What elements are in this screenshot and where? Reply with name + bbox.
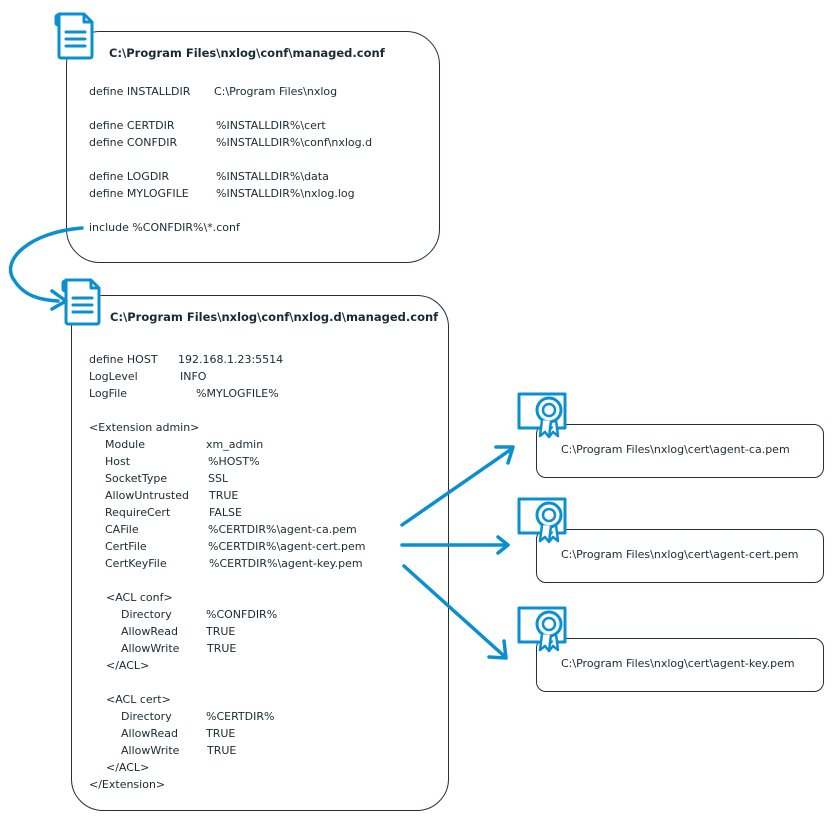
- config-key: <Extension admin>: [89, 421, 200, 434]
- managed-conf-box: [66, 31, 440, 263]
- config-value: TRUE: [207, 642, 237, 655]
- config-value: %INSTALLDIR%\data: [216, 170, 329, 183]
- config-key: Host: [105, 455, 131, 468]
- nxlog-d-managed-conf-box: [71, 295, 449, 811]
- config-value: %CERTDIR%\agent-ca.pem: [208, 523, 357, 536]
- cert-box-agent-key: C:\Program Files\nxlog\cert\agent-key.pe…: [536, 638, 824, 692]
- config-value: %CERTDIR%\agent-key.pem: [209, 557, 363, 570]
- config-key: SocketType: [105, 472, 168, 485]
- config-key: AllowRead: [121, 625, 179, 638]
- config-key: include %CONFDIR%\*.conf: [89, 221, 240, 234]
- config-value: %INSTALLDIR%\cert: [216, 119, 326, 132]
- file-document-icon: [54, 12, 94, 60]
- config-value: xm_admin: [206, 438, 264, 451]
- config-key: define LOGDIR: [89, 170, 170, 183]
- config-key: define MYLOGFILE: [89, 187, 189, 200]
- config-key: CAFile: [105, 523, 139, 536]
- config-key: define CERTDIR: [89, 119, 175, 132]
- config-key: AllowWrite: [121, 744, 180, 757]
- config-key: define INSTALLDIR: [89, 85, 191, 98]
- config-key: define CONFDIR: [89, 136, 178, 149]
- config-value: TRUE: [209, 489, 239, 502]
- include-arrow: [8, 226, 84, 303]
- config-value: %CONFDIR%: [206, 608, 278, 621]
- certificate-icon: [517, 392, 567, 439]
- config-key: CertFile: [105, 540, 147, 553]
- config-value: %MYLOGFILE%: [196, 387, 279, 400]
- config-key: <ACL cert>: [106, 693, 171, 706]
- config-key: RequireCert: [105, 506, 171, 519]
- config-key: </Extension>: [89, 778, 166, 791]
- file-document-icon: [61, 278, 101, 326]
- nxlog-d-managed-conf-title: C:\Program Files\nxlog\conf\nxlog.d\mana…: [110, 310, 439, 324]
- config-value: %CERTDIR%\agent-cert.pem: [208, 540, 366, 553]
- config-value: FALSE: [209, 506, 242, 519]
- config-key: Directory: [121, 608, 172, 621]
- config-key: Directory: [121, 710, 172, 723]
- config-value: SSL: [208, 472, 229, 485]
- config-value: %INSTALLDIR%\nxlog.log: [216, 187, 355, 200]
- config-key: </ACL>: [106, 761, 150, 774]
- arrow-to-agent-key: [402, 564, 505, 657]
- config-value: TRUE: [206, 625, 236, 638]
- config-key: </ACL>: [106, 659, 150, 672]
- cert-path-agent-ca: C:\Program Files\nxlog\cert\agent-ca.pem: [561, 443, 790, 456]
- config-key: define HOST: [89, 353, 158, 366]
- arrow-to-agent-ca: [400, 448, 512, 527]
- config-value: 192.168.1.23:5514: [178, 353, 284, 366]
- config-key: CertKeyFile: [105, 557, 167, 570]
- cert-box-agent-ca: C:\Program Files\nxlog\cert\agent-ca.pem: [536, 424, 824, 478]
- cert-path-agent-cert: C:\Program Files\nxlog\cert\agent-cert.p…: [561, 548, 799, 561]
- config-key: <ACL conf>: [106, 591, 173, 604]
- config-value: TRUE: [206, 727, 236, 740]
- managed-conf-title: C:\Program Files\nxlog\conf\managed.conf: [109, 46, 385, 60]
- config-key: LogFile: [89, 387, 128, 400]
- config-key: LogLevel: [89, 370, 138, 383]
- config-key: Module: [105, 438, 145, 451]
- config-value: %CERTDIR%: [206, 710, 275, 723]
- cert-box-agent-cert: C:\Program Files\nxlog\cert\agent-cert.p…: [536, 529, 824, 583]
- config-value: C:\Program Files\nxlog: [214, 85, 338, 98]
- config-key: AllowUntrusted: [105, 489, 189, 502]
- cert-path-agent-key: C:\Program Files\nxlog\cert\agent-key.pe…: [561, 657, 795, 670]
- certificate-icon: [517, 606, 567, 653]
- certificate-icon: [517, 497, 567, 544]
- config-key: AllowWrite: [121, 642, 180, 655]
- config-value: %HOST%: [208, 455, 260, 468]
- config-value: INFO: [180, 370, 207, 383]
- config-key: AllowRead: [121, 727, 179, 740]
- config-value: %INSTALLDIR%\conf\nxlog.d: [216, 136, 373, 149]
- config-value: TRUE: [207, 744, 237, 757]
